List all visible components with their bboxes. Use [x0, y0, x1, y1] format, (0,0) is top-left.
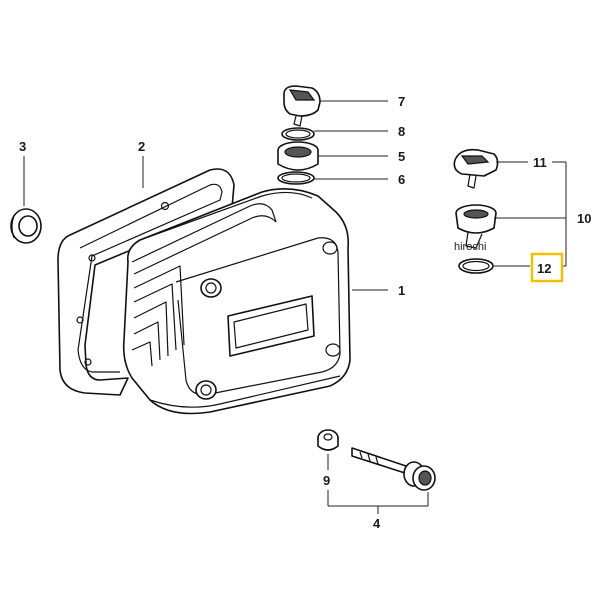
oil-filler-cap	[283, 85, 321, 127]
leader-lines	[23, 100, 567, 514]
callout-5: 5	[398, 149, 405, 164]
cover-bolt	[351, 447, 436, 491]
callout-12: 12	[537, 261, 551, 276]
callout-7: 7	[398, 94, 405, 109]
valve-cover	[122, 188, 351, 415]
o-ring-8	[281, 127, 315, 141]
callout-11: 11	[533, 155, 547, 170]
callout-6: 6	[398, 172, 405, 187]
callout-3: 3	[19, 139, 26, 154]
callout-12-highlight	[530, 252, 564, 283]
callout-4: 4	[373, 516, 381, 531]
vent-cap-11	[453, 148, 499, 189]
callout-1: 1	[398, 283, 405, 298]
watermark: hirochi	[454, 241, 486, 253]
washer-9	[317, 429, 339, 451]
callout-10: 10	[577, 211, 591, 226]
callout-8: 8	[398, 124, 405, 139]
vent-neck-10	[455, 204, 497, 249]
filler-neck-5	[277, 141, 319, 171]
rubber-seal	[10, 208, 42, 244]
cover-gasket	[57, 168, 235, 396]
callout-9: 9	[323, 473, 330, 488]
o-ring-6	[277, 171, 315, 185]
o-ring-12	[458, 258, 494, 274]
callout-2: 2	[138, 139, 145, 154]
